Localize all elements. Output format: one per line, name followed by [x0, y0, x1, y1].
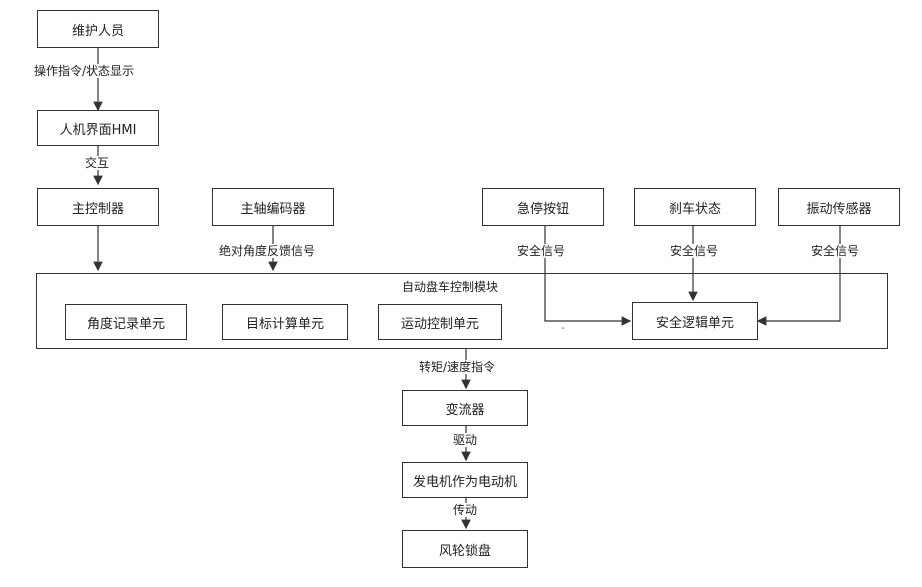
edge-label-safety-signal-brake: 安全信号 [669, 244, 719, 258]
module-auto-lock-title: 自动盘车控制模块 [402, 278, 498, 295]
edge-label-torque-speed-cmd: 转矩/速度指令 [418, 360, 496, 374]
edge-label-abs-angle-feedback: 绝对角度反馈信号 [218, 244, 316, 258]
node-wind-rotor-lock: 风轮锁盘 [402, 530, 528, 568]
edge-label-safety-signal-vibration: 安全信号 [810, 244, 860, 258]
node-spindle-encoder: 主轴编码器 [212, 188, 334, 226]
node-angle-record-unit: 角度记录单元 [65, 304, 187, 340]
node-main-controller: 主控制器 [37, 188, 159, 226]
edge-label-op-cmd-status: 操作指令/状态显示 [33, 64, 135, 78]
node-vibration-sensor: 振动传感器 [778, 188, 900, 226]
node-generator-as-motor: 发电机作为电动机 [402, 462, 528, 498]
edge-label-transmit: 传动 [452, 503, 478, 517]
edge-label-interact: 交互 [84, 156, 110, 170]
node-estop-button: 急停按钮 [482, 188, 604, 226]
node-motion-control-unit: 运动控制单元 [378, 304, 502, 340]
node-safety-logic-unit: 安全逻辑单元 [632, 302, 758, 340]
node-converter: 变流器 [402, 390, 528, 426]
node-hmi: 人机界面HMI [37, 110, 159, 146]
node-maintainer: 维护人员 [37, 10, 159, 48]
node-brake-status: 刹车状态 [634, 188, 756, 226]
edge-label-drive: 驱动 [452, 433, 478, 447]
node-target-calc-unit: 目标计算单元 [222, 304, 348, 340]
edge-label-safety-signal-estop: 安全信号 [516, 244, 566, 258]
